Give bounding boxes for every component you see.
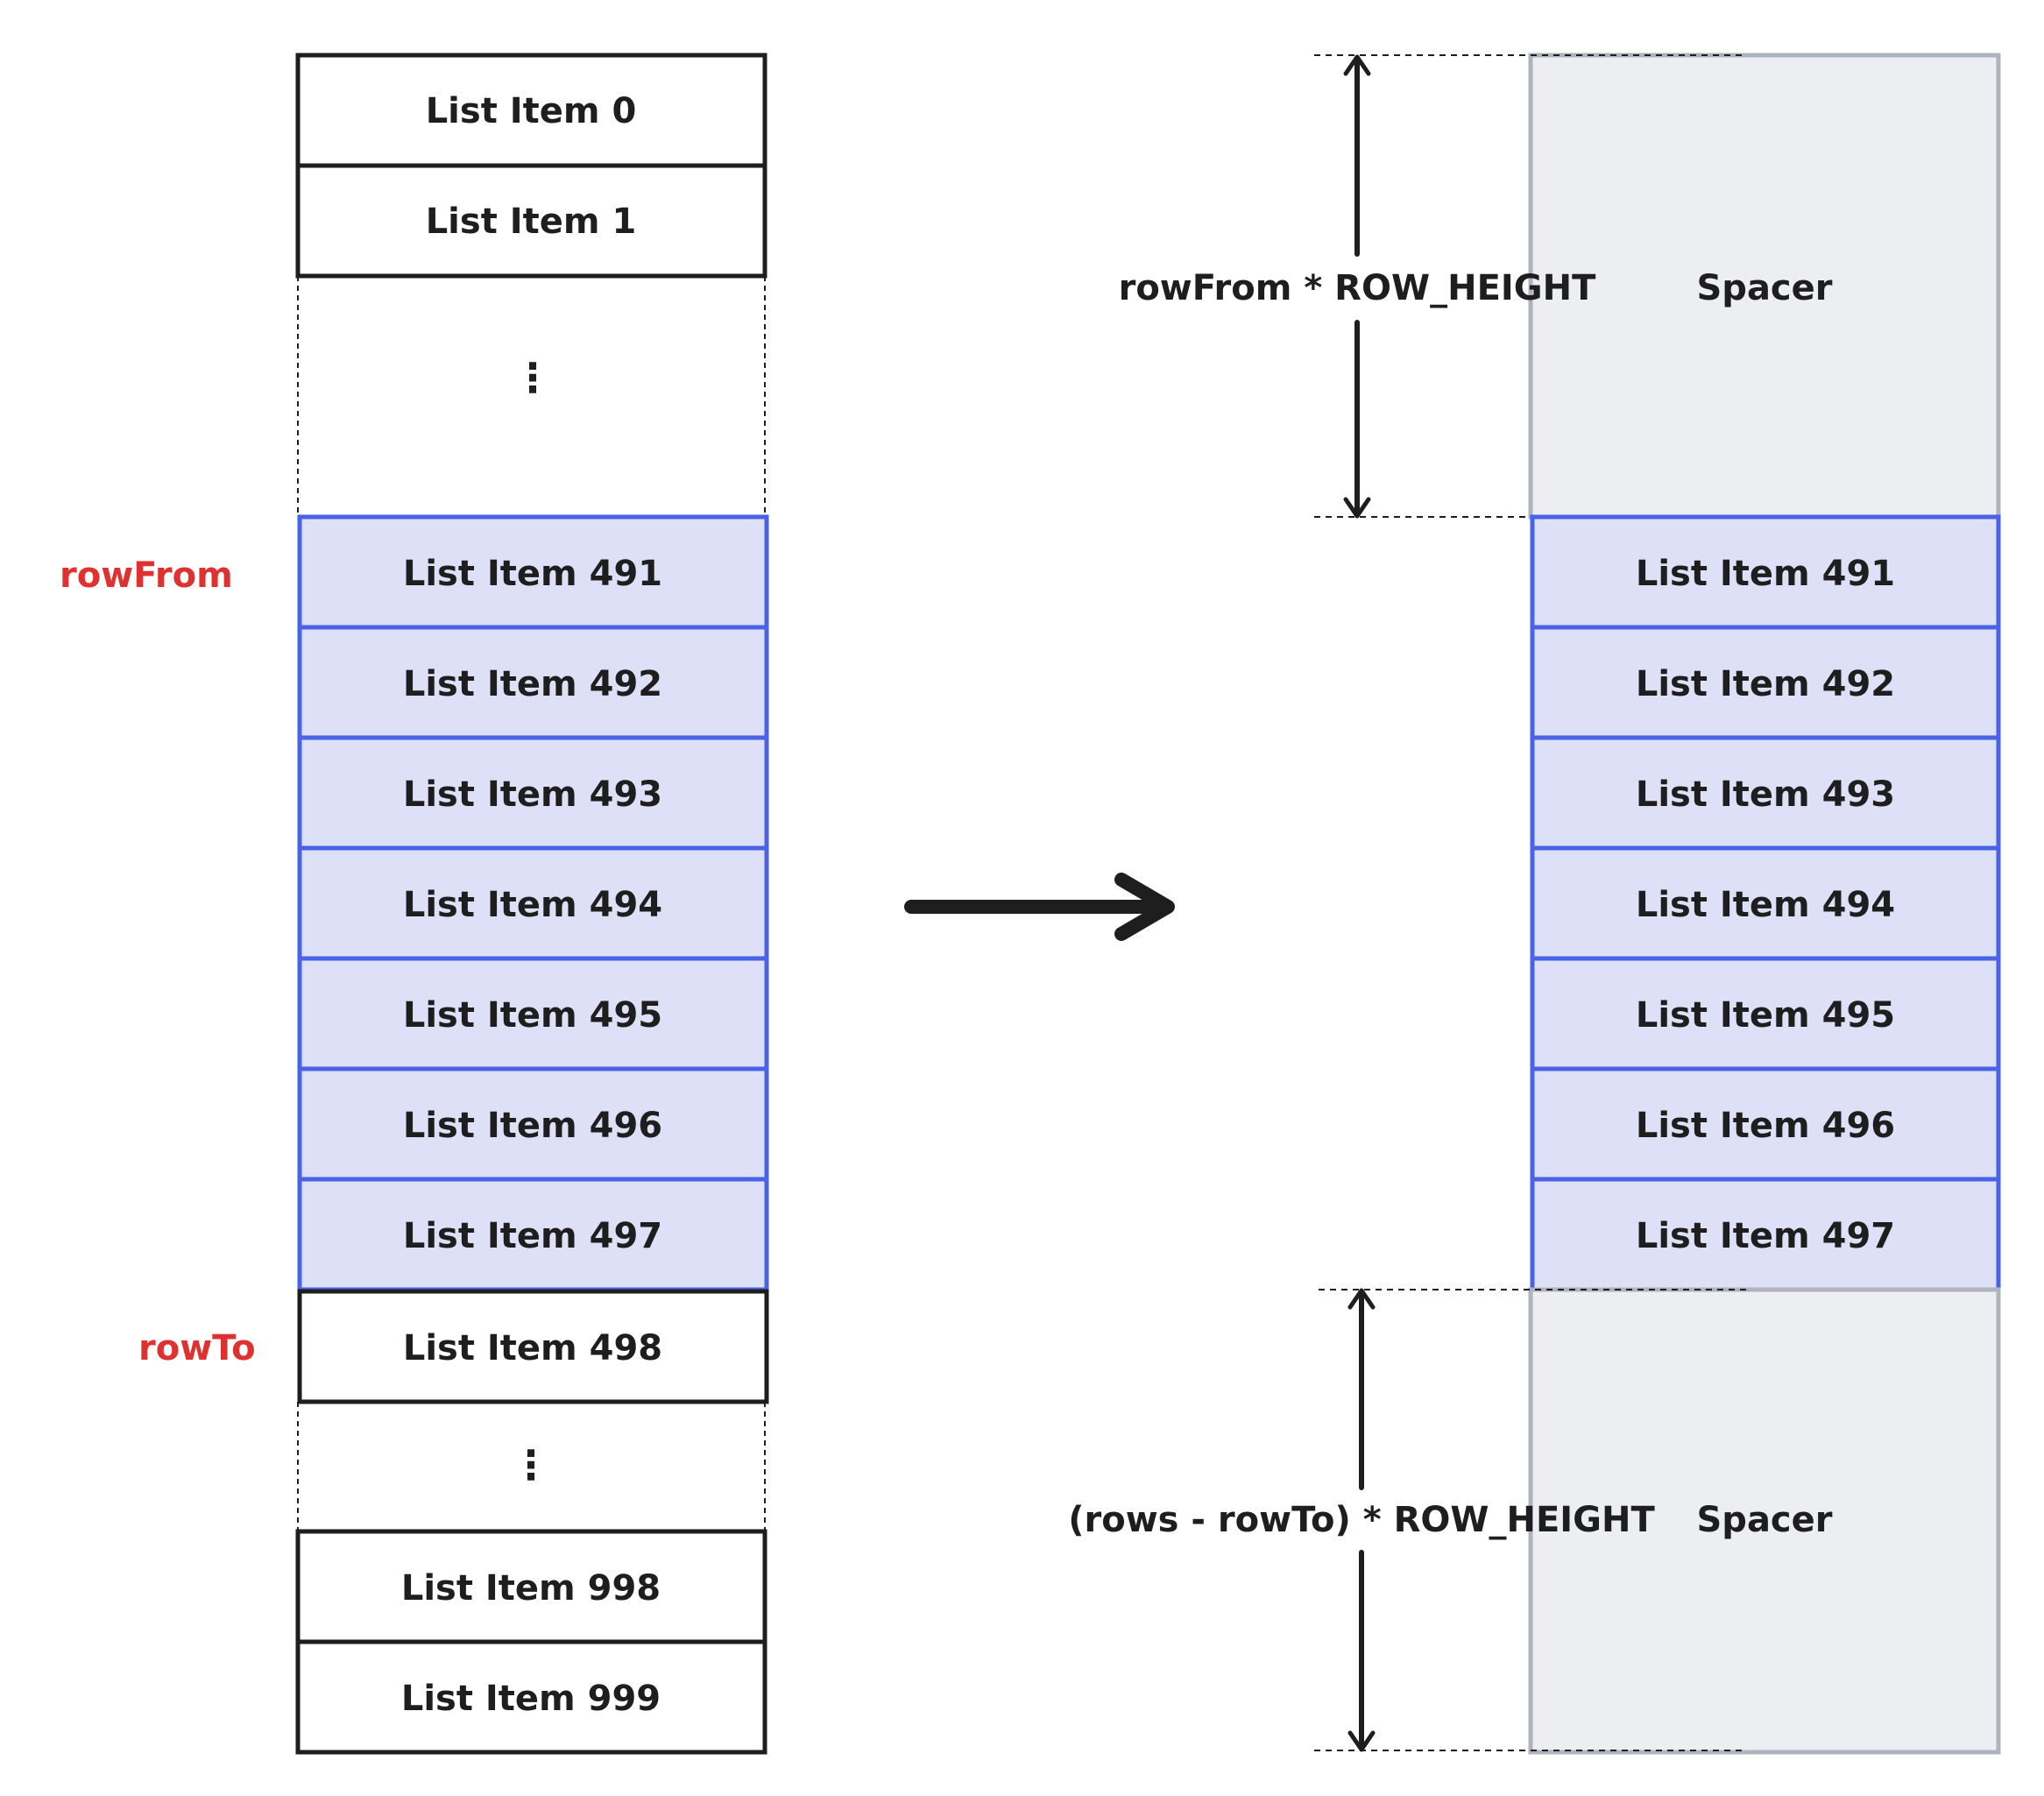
transform-arrow-icon [904, 873, 1175, 941]
list-item: List Item 0 [295, 53, 767, 168]
list-item: List Item 1 [295, 163, 767, 279]
arrow-down-icon [1347, 1730, 1376, 1752]
top-spacer: Spacer [1528, 53, 2001, 520]
list-item-label: List Item 998 [401, 1568, 661, 1609]
list-item: List Item 999 [295, 1639, 767, 1755]
list-item: List Item 491 [1530, 514, 2001, 630]
list-item-label: List Item 493 [403, 774, 662, 815]
top-spacer-dimension-label: rowFrom * ROW_HEIGHT [1119, 268, 1597, 308]
row-from-marker: rowFrom [60, 555, 233, 596]
list-item: List Item 497 [297, 1177, 769, 1292]
list-item-label: List Item 0 [426, 91, 637, 131]
arrow-down-icon [1343, 497, 1371, 519]
list-item-label: List Item 495 [403, 995, 662, 1036]
list-item-label: List Item 492 [1636, 664, 1895, 704]
list-item: List Item 498 [297, 1289, 769, 1404]
list-item: List Item 493 [297, 735, 769, 851]
list-item-label: List Item 496 [1636, 1106, 1895, 1146]
list-item: List Item 493 [1530, 735, 2001, 851]
ellipsis-bottom: ⋮ [511, 1441, 551, 1488]
spacer-label: Spacer [1697, 1500, 1833, 1540]
list-item: List Item 491 [297, 514, 769, 630]
rendered-list: Spacer List Item 491 List Item 492 List … [1528, 53, 2001, 1755]
bottom-spacer-dimension-label: (rows - rowTo) * ROW_HEIGHT [1068, 1500, 1655, 1540]
list-item: List Item 495 [297, 956, 769, 1071]
list-item: List Item 496 [1530, 1066, 2001, 1182]
list-item: List Item 492 [297, 625, 769, 740]
list-item-label: List Item 999 [401, 1679, 661, 1719]
list-item: List Item 497 [1530, 1177, 2001, 1292]
list-item-label: List Item 494 [1636, 885, 1895, 925]
arrow-up-icon [1347, 1288, 1376, 1310]
list-item: List Item 494 [297, 845, 769, 961]
bottom-spacer-dimension: (rows - rowTo) * ROW_HEIGHT [1068, 1288, 1748, 1752]
list-item-label: List Item 497 [1636, 1216, 1895, 1256]
list-item: List Item 998 [295, 1529, 767, 1644]
list-item: List Item 494 [1530, 845, 2001, 961]
list-item: List Item 495 [1530, 956, 2001, 1071]
full-list: List Item 0 List Item 1 ⋮ List Item 491 … [295, 53, 769, 1755]
top-spacer-dimension: rowFrom * ROW_HEIGHT [1119, 54, 1743, 519]
spacer-label: Spacer [1697, 268, 1833, 308]
list-item-label: List Item 495 [1636, 995, 1895, 1036]
list-item: List Item 496 [297, 1066, 769, 1182]
list-item-label: List Item 498 [403, 1328, 662, 1368]
bottom-spacer: Spacer [1528, 1287, 2001, 1755]
list-item-label: List Item 1 [426, 202, 637, 242]
list-item-label: List Item 491 [1636, 554, 1895, 594]
list-item-label: List Item 494 [403, 885, 662, 925]
visible-window: List Item 491 List Item 492 List Item 49… [297, 514, 769, 1292]
arrow-up-icon [1343, 54, 1371, 76]
list-item-label: List Item 496 [403, 1106, 662, 1146]
list-item-label: List Item 493 [1636, 774, 1895, 815]
list-item: List Item 492 [1530, 625, 2001, 740]
ellipsis-top: ⋮ [513, 354, 553, 401]
list-item-label: List Item 497 [403, 1216, 662, 1256]
row-to-marker: rowTo [138, 1328, 256, 1368]
list-item-label: List Item 491 [403, 554, 662, 594]
list-item-label: List Item 492 [403, 664, 662, 704]
